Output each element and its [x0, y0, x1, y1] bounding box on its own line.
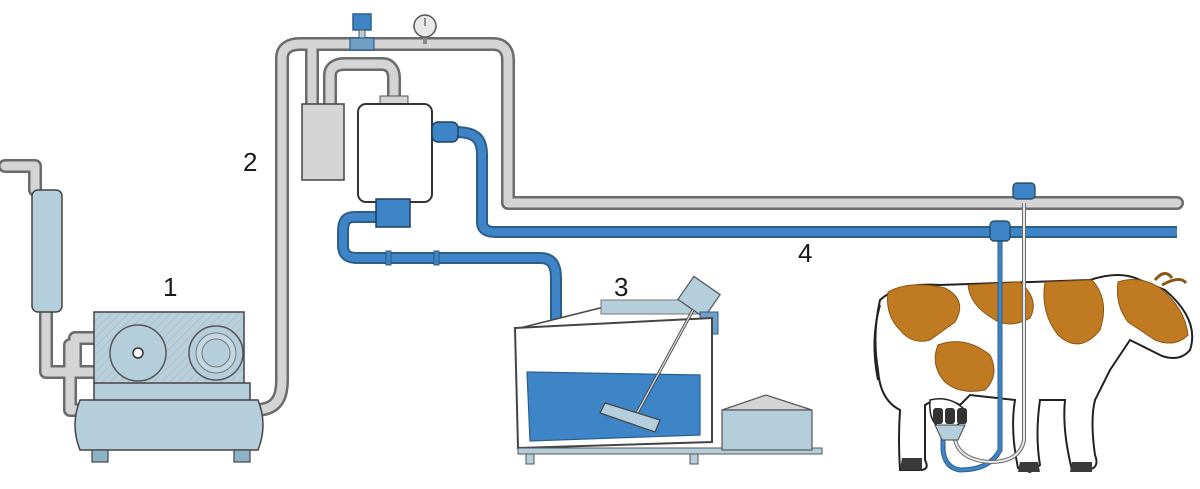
sanitary-trap	[301, 103, 345, 181]
label-vacuum-line: 2	[243, 147, 258, 177]
pressure-gauge-icon	[413, 14, 437, 44]
muffler	[31, 189, 63, 313]
agitator-motor	[677, 275, 721, 319]
milk-pipe-network	[337, 126, 1177, 368]
refrigeration-unit	[721, 394, 813, 451]
milk-cooling-tank	[513, 275, 823, 465]
cow-icon	[873, 272, 1194, 474]
label-milk-line: 4	[798, 238, 813, 268]
milk-receiver	[357, 95, 459, 228]
teat-cup-cluster-icon	[933, 182, 1036, 473]
label-pump: 1	[163, 272, 178, 302]
vacuum-pipe-network	[0, 37, 1184, 417]
label-cooling-tank: 3	[614, 272, 629, 302]
vacuum-regulator-icon	[349, 13, 375, 51]
vacuum-pump-unit	[31, 189, 264, 463]
